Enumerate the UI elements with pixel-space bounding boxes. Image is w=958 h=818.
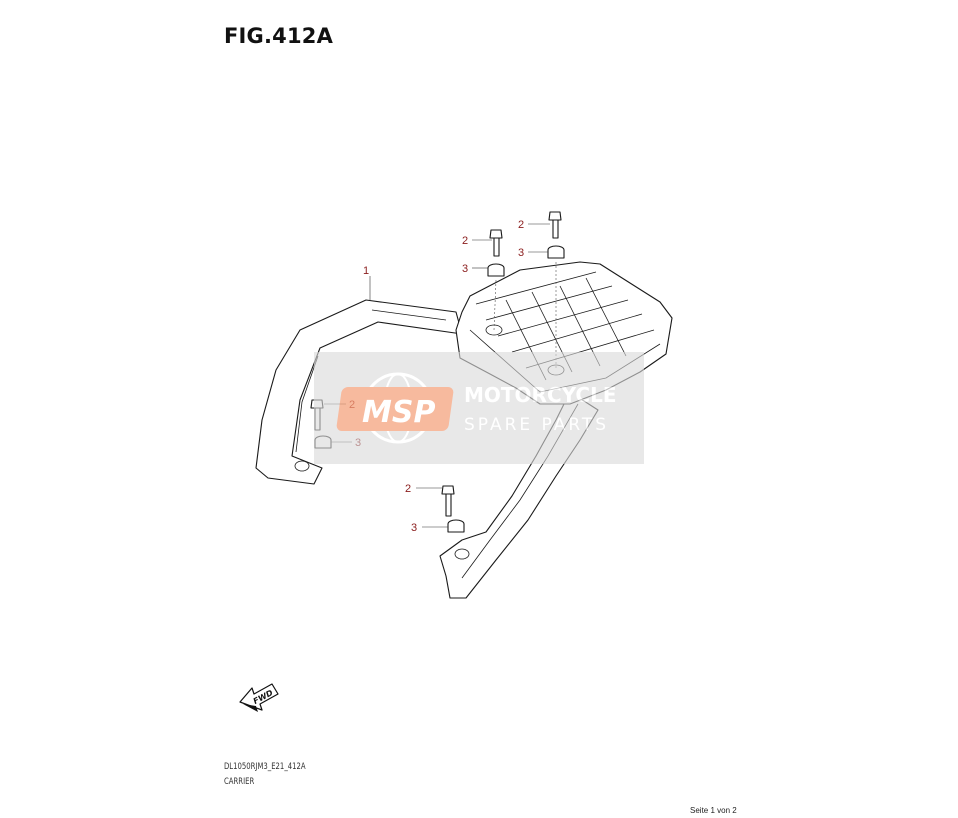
watermark-brand-line1: MOTORCYCLE — [464, 383, 616, 407]
callout-3-top-left: 3 — [462, 263, 468, 275]
page-indicator: Seite 1 von 2 — [690, 806, 737, 815]
watermark: MSP MOTORCYCLE SPARE PARTS — [314, 352, 644, 464]
figure-title: FIG.412A — [224, 24, 334, 48]
washer-top-right — [547, 245, 565, 259]
callout-2-right-arm: 2 — [405, 483, 411, 495]
msp-logo-box — [336, 387, 454, 431]
callout-2-top-right: 2 — [518, 219, 524, 231]
part-group-name: CARRIER — [224, 777, 255, 787]
washer-top-left — [487, 263, 505, 277]
model-code: DL1050RJM3_E21_412A — [224, 762, 306, 772]
watermark-brand-line2: SPARE PARTS — [464, 415, 609, 435]
callout-3-top-right: 3 — [518, 247, 524, 259]
watermark-logo-text: MSP — [362, 395, 435, 430]
carrier-left-arm — [255, 299, 463, 485]
callout-2-top-left: 2 — [462, 235, 468, 247]
bolt-top-left — [489, 229, 503, 257]
bolt-top-right — [548, 211, 562, 239]
callout-3-right-arm: 3 — [411, 522, 417, 534]
bolt-right-arm — [441, 485, 455, 517]
callout-1: 1 — [363, 265, 369, 277]
forward-arrow-icon: FWD — [239, 683, 279, 712]
washer-right-arm — [447, 519, 465, 533]
